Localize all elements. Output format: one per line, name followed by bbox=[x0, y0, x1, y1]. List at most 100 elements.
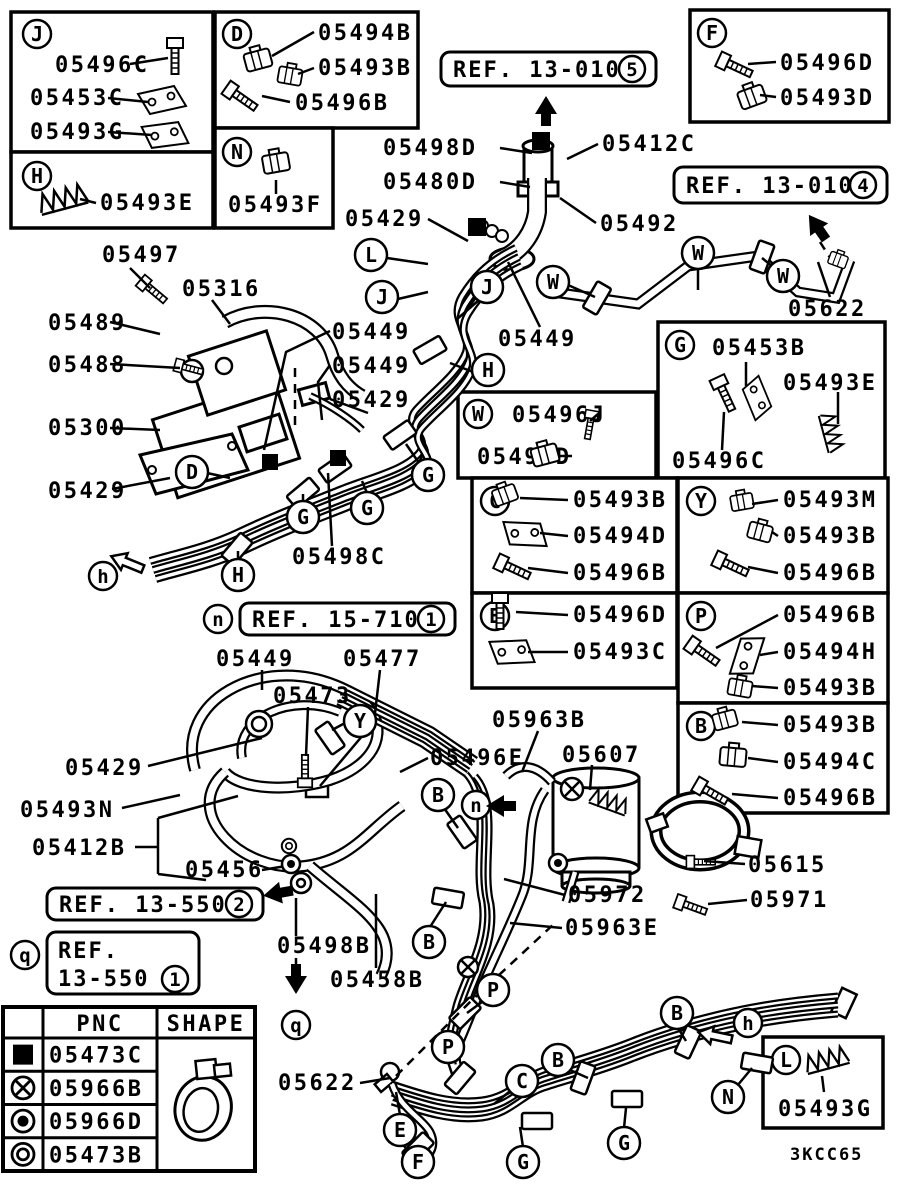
part-number-label: 05607 bbox=[562, 743, 641, 768]
part-number-label: 05412B bbox=[32, 836, 126, 861]
leader-line bbox=[751, 684, 779, 690]
pipe-clamp bbox=[569, 1060, 597, 1096]
pipe-marker-B: B bbox=[540, 1042, 576, 1078]
ref-text: REF. 15-710 bbox=[252, 608, 420, 633]
bolt-thread bbox=[158, 294, 164, 301]
leader-line bbox=[771, 530, 779, 538]
part-number-label: 05496C bbox=[55, 53, 149, 78]
pipe-marker-circle bbox=[710, 1079, 746, 1115]
flow-marker-letter: h bbox=[97, 566, 108, 588]
bracket-icon bbox=[502, 520, 548, 548]
part-number-label: 05477 bbox=[343, 647, 422, 672]
part-number-label: 05493G bbox=[778, 1097, 872, 1122]
leader-line bbox=[121, 793, 181, 810]
pipe-marker-Y: Y bbox=[342, 703, 378, 739]
pipe-marker-letter: E bbox=[394, 1118, 406, 1142]
pipe-marker-letter: F bbox=[412, 1150, 424, 1174]
bolt-thread bbox=[196, 367, 200, 374]
bolt-thread bbox=[517, 567, 522, 575]
bolt-thread bbox=[719, 389, 727, 394]
pipe-marker-letter: W bbox=[692, 241, 705, 265]
part-number-label: 05300 bbox=[48, 416, 127, 441]
leader-line bbox=[747, 756, 779, 764]
bolt-thread bbox=[699, 906, 703, 914]
sym-x bbox=[14, 1079, 32, 1097]
part-number-label: 05622 bbox=[788, 297, 867, 322]
flow-marker-h: h bbox=[732, 1007, 764, 1039]
pipe-marker-C: C bbox=[504, 1063, 540, 1099]
clip-icon bbox=[729, 488, 755, 512]
bolt-thread bbox=[587, 421, 594, 424]
clip-slot bbox=[723, 711, 730, 728]
ref-tag-frame bbox=[45, 886, 265, 922]
part-number-label: 05496B bbox=[783, 786, 877, 811]
leader-line bbox=[588, 764, 594, 791]
pipe-marker-G: G bbox=[285, 499, 321, 535]
pipe-marker-circle bbox=[342, 703, 378, 739]
corrugated-icon bbox=[40, 180, 89, 217]
clip-slot bbox=[733, 748, 737, 767]
clip-icon bbox=[746, 517, 774, 544]
leader-line bbox=[622, 1107, 628, 1129]
filled-square-symbol bbox=[330, 450, 346, 466]
circle-x-symbol bbox=[559, 776, 585, 802]
group-letter: J bbox=[31, 22, 43, 46]
leader-line bbox=[359, 1076, 391, 1085]
ref-number-circle bbox=[160, 964, 190, 994]
leader-line bbox=[109, 426, 161, 432]
part-number-label: 05493C bbox=[573, 640, 667, 665]
bolt-icon bbox=[220, 79, 259, 113]
grommet-inner bbox=[284, 841, 294, 851]
pipe-clamp bbox=[314, 720, 346, 756]
part-number-label: 05488 bbox=[48, 353, 127, 378]
bracket-plate bbox=[741, 374, 773, 422]
part-number-label: 05498D bbox=[383, 136, 477, 161]
pipe-marker-H: H bbox=[220, 557, 256, 593]
pipe-clamp bbox=[382, 419, 418, 451]
flow-marker-circle bbox=[202, 603, 234, 635]
leader-line bbox=[386, 256, 429, 266]
part-number-label: 05429 bbox=[332, 388, 411, 413]
flow-marker-circle bbox=[732, 1007, 764, 1039]
bolt-thread bbox=[586, 425, 593, 428]
ref-tag-frame bbox=[672, 165, 889, 205]
clip-slot bbox=[268, 154, 274, 173]
pipe-clamp bbox=[285, 476, 321, 510]
group-letter-circle bbox=[221, 136, 253, 168]
part-number-label: 05496D bbox=[573, 603, 667, 628]
component-outline bbox=[214, 356, 234, 376]
bracket-hole bbox=[757, 401, 766, 410]
flow-marker-q: q bbox=[9, 939, 41, 971]
circle-dot-symbol bbox=[10, 1108, 36, 1134]
group-letter-circle bbox=[462, 398, 494, 430]
pipe-marker-circle bbox=[400, 1144, 436, 1180]
pipe-marker-letter: G bbox=[422, 463, 434, 487]
clip-body bbox=[261, 151, 291, 175]
ref-number-circle bbox=[617, 54, 647, 84]
pipe-marker-circle bbox=[540, 1042, 576, 1078]
leader-line bbox=[539, 531, 569, 538]
flow-marker-circle bbox=[9, 939, 41, 971]
clip-slot bbox=[250, 52, 257, 71]
pipe-inner bbox=[309, 394, 364, 432]
dashed-line bbox=[395, 921, 557, 1077]
sym bbox=[289, 871, 313, 895]
pipe-inner bbox=[238, 702, 342, 759]
leader-line bbox=[304, 706, 310, 757]
leader-line bbox=[515, 610, 569, 617]
group-letter-circle bbox=[21, 18, 53, 50]
bolt-thread bbox=[521, 570, 526, 577]
pipe-marker-letter: G bbox=[517, 1150, 529, 1174]
leader-line bbox=[129, 56, 169, 66]
leader-line bbox=[715, 613, 779, 650]
ref-text: REF. 13-010 bbox=[453, 58, 621, 83]
leader-line bbox=[316, 364, 332, 421]
pipe-marker-letter: W bbox=[777, 264, 790, 288]
pipe-marker-W: W bbox=[680, 235, 716, 271]
bolt-thread bbox=[735, 564, 740, 572]
leader-line bbox=[211, 299, 231, 325]
sym-ring bbox=[16, 1147, 30, 1162]
clip-slot bbox=[733, 679, 738, 696]
